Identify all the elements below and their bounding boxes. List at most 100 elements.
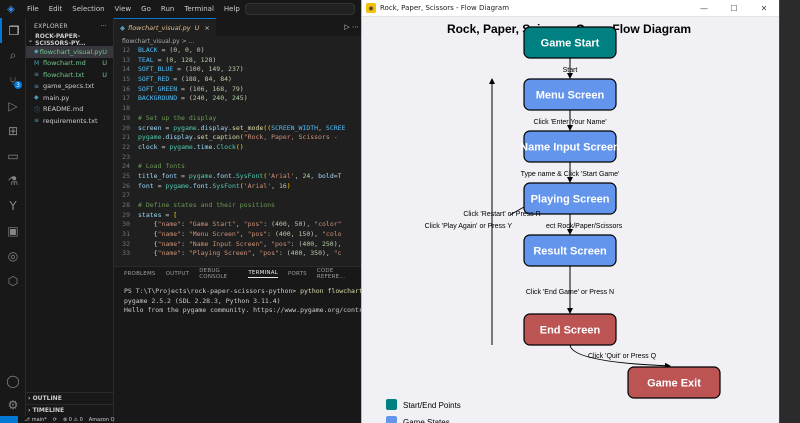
editor-actions-icon[interactable]: ▷ ⋯ [344,23,359,31]
file-item[interactable]: ◆main.py [26,92,113,104]
breadcrumb[interactable]: flowchart_visual.py > ... [114,36,363,46]
code-text: {"name": "Name Input Screen", "pos": (40… [138,240,342,250]
python-file-icon: ◆ [34,48,39,56]
code-token: , [310,171,319,180]
timeline-section[interactable]: › TIMELINE [26,404,114,416]
transition-label: Click 'Play Again' or Press Y [425,223,513,230]
explorer-title: EXPLORER [34,22,68,30]
maximize-icon[interactable]: ☐ [730,3,738,13]
panel-tab-debug-console[interactable]: DEBUG CONSOLE [199,268,228,280]
state-node-label: Menu Screen [536,90,605,102]
close-icon[interactable]: × [204,23,210,32]
file-item[interactable]: ≡game_specs.txt [26,81,113,93]
files-icon[interactable]: ❐ [0,18,26,43]
state-node-label: Playing Screen [531,194,610,206]
amazon-q-icon[interactable]: ⬡ [7,273,19,288]
legend-swatch [386,399,397,410]
code-token: = [153,181,166,190]
code-line: 23 [114,153,363,163]
more-actions-icon[interactable]: ··· [100,22,107,30]
menu-selection[interactable]: Selection [72,5,105,13]
menu-help[interactable]: Help [223,5,240,13]
code-token: () [235,142,244,151]
github-icon[interactable]: ◎ [7,248,19,263]
docker-icon[interactable]: ▣ [7,223,19,238]
branch-name[interactable]: main* [31,416,47,423]
code-token: 400 [278,230,291,239]
code-token: states [138,210,162,219]
search-icon[interactable]: ⌕ [9,48,17,62]
problems-count[interactable]: ⊗ 0 ⚠ 0 [62,416,83,423]
code-token: , [177,46,185,54]
menu-go[interactable]: Go [141,5,151,13]
code-token: 50 [294,220,303,229]
testing-icon[interactable]: ⚗ [7,173,19,188]
line-number: 15 [122,75,130,84]
panel-tab-problems[interactable]: PROBLEMS [124,271,156,277]
state-node-box [523,182,617,215]
outline-section[interactable]: › OUTLINE [26,392,114,404]
code-token: "name" [157,239,182,248]
file-item[interactable]: ≡requirements.txt [26,115,113,127]
terminal-prompt: PS T:\T\Projects\rock-paper-scissors-pyt… [124,287,301,295]
code-token: 237 [228,65,240,74]
accounts-icon[interactable]: ◯ [6,373,20,388]
workspace-folder[interactable]: ⌄ ROCK-PAPER-SCISSORS-PY... [26,33,113,47]
code-token: ) [239,65,244,74]
code-text: SOFT_RED = (188, 84, 84) [138,75,232,85]
menu-run[interactable]: Run [160,5,175,13]
code-token: : [181,230,189,239]
code-token: "colo [322,230,342,239]
terminal-output[interactable]: PS T:\T\Projects\rock-paper-scissors-pyt… [114,281,371,322]
code-token: BACKGROUND [138,94,178,103]
code-token: "Rock, Paper, Scissors - [243,133,338,142]
pygame-window-title: Rock, Paper, Scissors - Flow Diagram [380,4,510,12]
code-token: display [200,123,229,132]
command-center-search[interactable] [245,3,355,15]
remote-indicator-icon[interactable] [0,416,18,423]
code-token: ) [239,84,244,93]
code-token: : ( [290,239,303,248]
amazon-q-status[interactable]: Amazon Q [88,416,115,423]
run-debug-icon[interactable]: ▷ [8,98,18,113]
code-token: , [173,55,182,64]
menu-view[interactable]: View [114,5,132,13]
code-token: 128 [200,55,213,64]
state-node-label: Name Input Screen [520,142,620,154]
editor-tab-flowchart-visual[interactable]: ◆ flowchart_visual.py U × [114,18,216,36]
minimize-icon[interactable]: — [700,3,708,13]
panel-tab-ports[interactable]: PORTS [287,271,307,277]
code-token: = ( [169,75,185,84]
menu-file[interactable]: File [27,5,39,13]
source-control-icon[interactable]: ⑂3 [0,68,26,93]
panel-tab-code-refere-[interactable]: CODE REFERE... [316,268,346,280]
panel-tab-output[interactable]: OUTPUT [165,271,190,277]
menu-edit[interactable]: Edit [48,5,63,13]
menu-terminal[interactable]: Terminal [184,5,214,13]
code-line: 31 {"name": "Menu Screen", "pos": (400, … [114,230,363,240]
code-token: = ( [177,84,193,93]
timeline-label: TIMELINE [32,407,65,414]
remote-explorer-icon[interactable]: ▭ [7,148,19,163]
gear-icon[interactable]: ⚙ [7,397,19,412]
code-token: 16 [278,181,287,190]
code-token: 240 [212,94,225,103]
sync-icon[interactable]: ⟳ [52,416,57,423]
code-token: , [286,220,295,229]
close-icon[interactable]: ✕ [760,3,768,13]
code-token: "c [333,249,342,258]
code-token: : ( [263,220,276,229]
code-token: : [181,249,189,258]
panel-tab-terminal[interactable]: TERMINAL [248,270,278,278]
extensions-icon[interactable]: ⊞ [7,123,19,138]
git-icon[interactable]: Y [9,198,17,213]
code-token: : ( [267,230,279,239]
code-token: pygame [188,171,213,180]
code-token: 100 [188,65,201,74]
